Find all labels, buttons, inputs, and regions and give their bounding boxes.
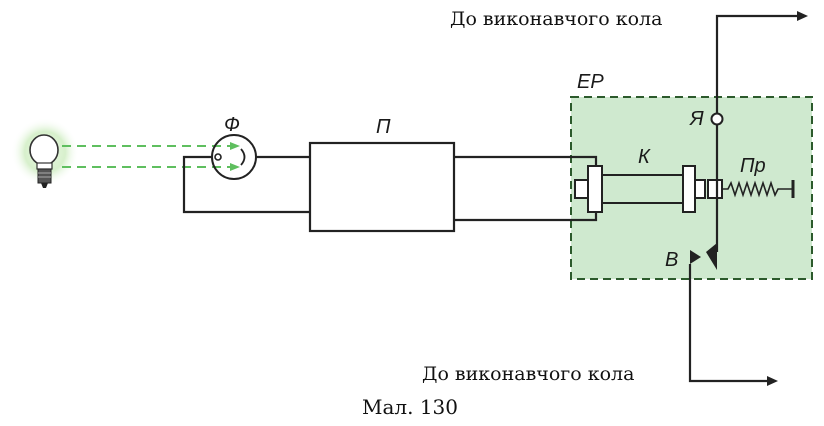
top-output-label: До виконавчого кола xyxy=(450,8,662,30)
contact-label: В xyxy=(665,249,678,271)
photocell-icon xyxy=(211,134,257,180)
photocell-label: Ф xyxy=(224,114,240,136)
relay-coil xyxy=(574,165,706,213)
amplifier-label: П xyxy=(376,116,391,138)
coil-label: К xyxy=(638,146,651,168)
input-wires xyxy=(182,155,310,214)
light-bulb-icon xyxy=(11,118,79,188)
bottom-output-label: До виконавчого кола xyxy=(422,363,634,385)
light-beam xyxy=(62,142,240,171)
amplifier-box xyxy=(308,141,456,233)
relay-label: ЕР xyxy=(577,71,604,93)
armature-label: Я xyxy=(689,108,704,130)
armature-block xyxy=(707,179,723,199)
figure-caption: Мал. 130 xyxy=(362,395,458,419)
bottom-contact xyxy=(688,250,778,386)
spring-icon xyxy=(722,180,795,198)
armature-contact xyxy=(706,11,808,270)
spring-label: Пр xyxy=(740,155,766,177)
relay-wires xyxy=(454,155,598,222)
